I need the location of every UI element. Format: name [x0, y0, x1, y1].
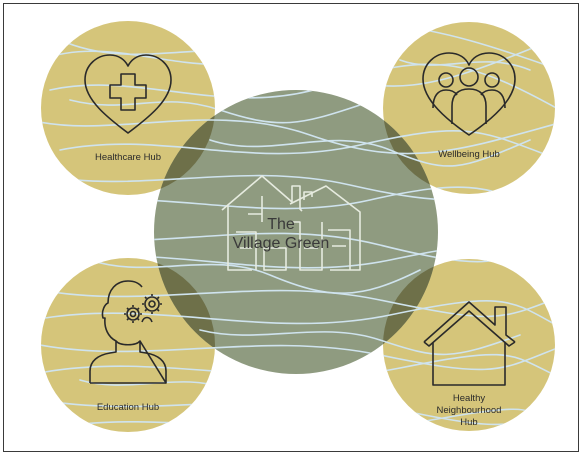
neighbourhood-hub-circle [383, 259, 555, 431]
heart-plus-icon [84, 54, 172, 134]
neighbourhood-hub-label: Healthy Neighbourhood Hub [419, 393, 519, 429]
center-title: The Village Green [226, 215, 336, 253]
healthcare-hub-label: Healthcare Hub [94, 152, 161, 163]
neighbourhood-hub-label-line-3: Hub [460, 417, 478, 428]
neighbourhood-hub-label-line-2: Neighbourhood [436, 405, 502, 416]
wellbeing-hub-label: Wellbeing Hub [438, 149, 500, 160]
center-title-line-1: The [267, 216, 295, 233]
village-green-circle [154, 90, 438, 374]
houses-icon [221, 175, 361, 271]
house-icon [423, 301, 516, 386]
heart-people-icon [422, 52, 516, 136]
neighbourhood-hub-label-line-1: Healthy [452, 393, 486, 404]
head-gears-icon [89, 280, 167, 384]
healthcare-hub-circle [41, 21, 215, 195]
center-title-line-2: Village Green [232, 235, 330, 252]
education-hub-label: Education Hub [96, 402, 160, 413]
